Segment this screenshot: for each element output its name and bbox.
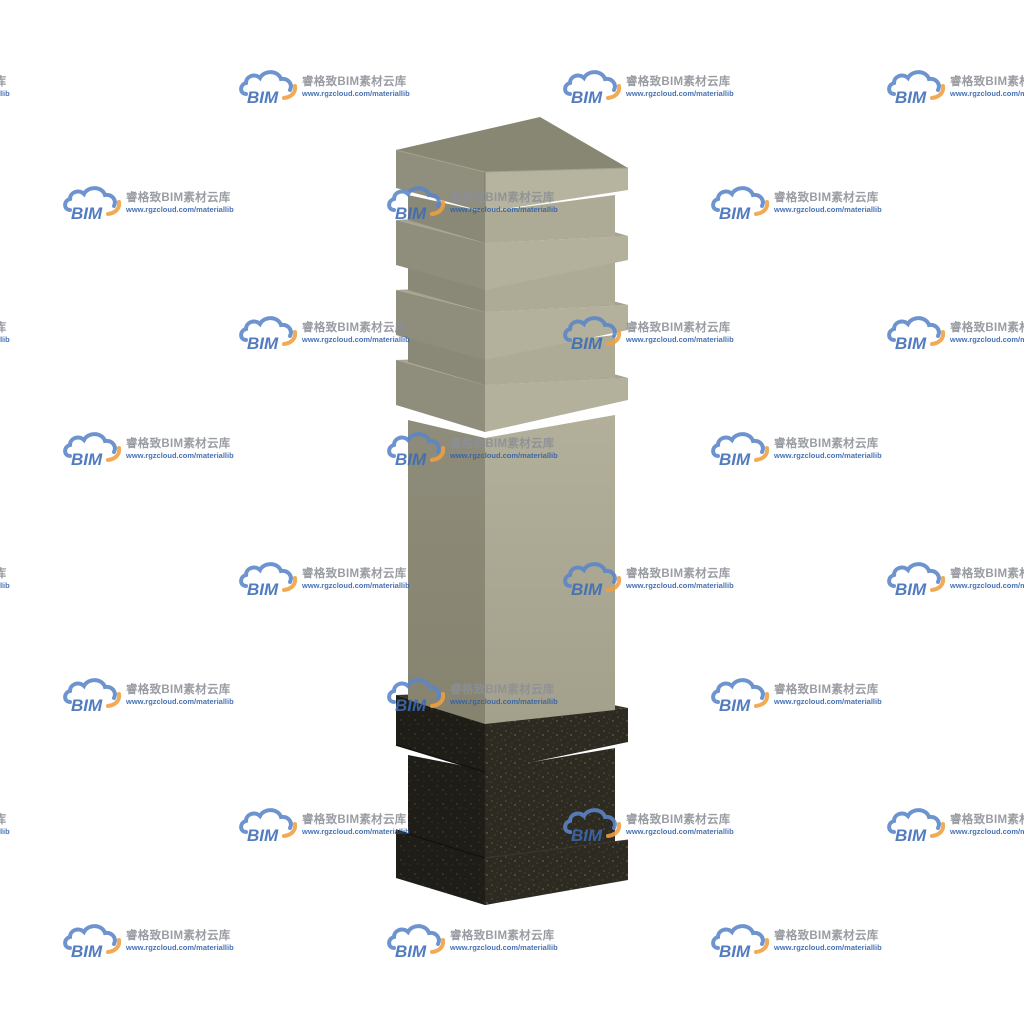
granite-base (395, 690, 629, 905)
stone-cap-bands (395, 117, 629, 432)
stone-shaft (408, 415, 615, 724)
